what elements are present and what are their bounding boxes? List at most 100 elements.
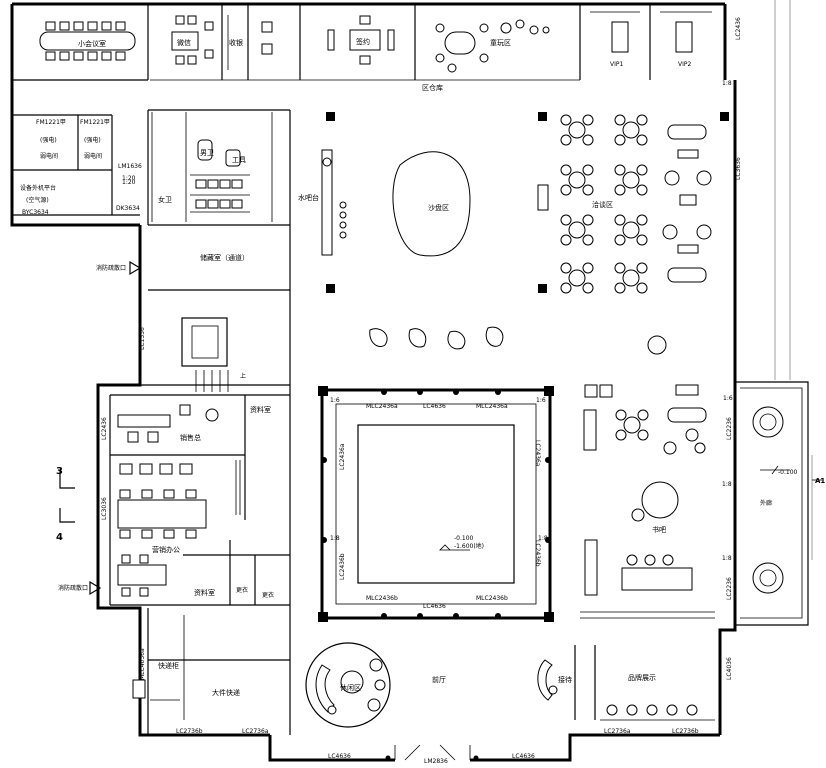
label-book-bar: 书吧: [652, 525, 666, 534]
label-storage-zone: 区仓库: [422, 83, 443, 92]
window-codes: LC4636 MLC2436a MLC2436a LC4636 MLC2436b…: [101, 17, 742, 765]
axis-4: 4: [56, 532, 63, 543]
code-lc4036: LC4036: [726, 657, 733, 680]
label-vip1: VIP1: [610, 61, 623, 68]
label-ratio: 1:20: [122, 175, 136, 182]
label-janitor: 工具: [232, 156, 246, 164]
label-female-wc: 女卫: [158, 195, 172, 204]
code-lc4636-top: LC4636: [423, 403, 446, 410]
label-data-room: 资料室: [250, 405, 271, 414]
ratio-up: 上: [240, 372, 246, 380]
ratios: 1:6 1:6 1:8 1:8 1:6 1:8 1:8 1:20 1:8 上: [122, 80, 733, 562]
code-lc2436-left-b: LC2436b: [339, 553, 346, 580]
label-equipment: 设备外机平台: [20, 184, 56, 192]
label-lm: LM1636: [118, 163, 142, 170]
levels: -0.100 -1.600(地) -0.100: [454, 469, 798, 550]
label-negotiation: 洽谈区: [592, 200, 613, 209]
code-lc2436-right-b: LC2436b: [534, 540, 541, 567]
level-court-a: -0.100: [454, 535, 474, 542]
label-sign: 签约: [356, 37, 370, 46]
code-lc4636-b2: LC4636: [512, 753, 535, 760]
label-outdoor: 外廊: [760, 499, 772, 507]
code-lc2436-left-a: LC2436a: [339, 443, 346, 470]
right-platform: [752, 406, 790, 594]
code-lc2236-b: LC2236: [726, 577, 733, 600]
exit-left-bottom: 消防疏散口: [58, 584, 88, 592]
room-labels: 小会议室 微信 收银 签约 童玩区 VIP1 VIP2 区仓库 FM1221甲 …: [20, 37, 772, 697]
code-lc2736-bl: LC2736b: [176, 728, 203, 735]
label-office1: 微信: [177, 38, 191, 47]
code-lc2436-right-a: LC2436a: [534, 440, 541, 467]
negotiation-tables: [537, 114, 712, 455]
ratio-r6: 1:8: [722, 481, 732, 488]
label-male-wc: 男卫: [200, 149, 214, 157]
label-big-storage: 大件快递: [212, 688, 240, 697]
ratio-r3: 1:8: [330, 535, 340, 542]
label-elec2: (强电): [84, 136, 101, 144]
label-fm2: FM1221甲: [80, 119, 110, 126]
code-mlc-bot-r: MLC2436b: [476, 595, 508, 602]
code-mlc-top-r: MLC2436a: [476, 403, 508, 410]
label-brand-display: 品牌展示: [628, 673, 656, 682]
ratio-r2: 1:6: [536, 397, 546, 404]
level-outdoor: -0.100: [778, 469, 798, 476]
label-elec1: (强电): [40, 136, 57, 144]
ratio-r1: 1:6: [330, 397, 340, 404]
label-data-room2: 资料室: [194, 588, 215, 597]
label-kids-area: 童玩区: [490, 38, 511, 47]
label-dk: DK3634: [116, 205, 140, 212]
code-lm2836: LM2836: [424, 758, 448, 765]
ratio-r5: 1:6: [723, 395, 733, 402]
label-lobby: 前厅: [432, 675, 446, 684]
exit-labels: 消防疏散口 消防疏散口: [58, 264, 126, 592]
code-left-lc2436: LC2436: [101, 417, 108, 440]
label-sales-manager: 销售总: [180, 433, 201, 442]
label-equipment-b: (空气源): [26, 196, 49, 204]
label-sales-office: 营销办公: [152, 545, 180, 554]
code-lc1536: LC1536: [139, 327, 146, 350]
axis-3: 3: [56, 466, 63, 477]
label-changing2: 更衣: [262, 591, 274, 599]
top-rooms: [12, 4, 712, 81]
code-lc4636-b1: LC4636: [328, 753, 351, 760]
bottom-area: [305, 642, 715, 761]
code-mlc-top-l: MLC2436a: [366, 403, 398, 410]
ratio-r4: 1:8: [538, 535, 548, 542]
ratio-r8: 1:20: [122, 179, 136, 186]
label-cashier: 收银: [229, 38, 243, 47]
ratio-r7: 1:8: [722, 80, 732, 87]
code-lc4636-bottom: LC4636: [423, 603, 446, 610]
label-elec2b: 弱电间: [84, 152, 102, 160]
label-fm1: FM1221甲: [36, 119, 66, 126]
label-water-room: 快递柜: [158, 661, 179, 670]
code-mlc-bot-l: MLC2436b: [366, 595, 398, 602]
book-bar-furniture: [584, 481, 693, 596]
sales-office: [109, 394, 290, 735]
level-court-b: -1.600(地): [454, 542, 484, 550]
exit-left-top: 消防疏散口: [96, 264, 126, 272]
label-storage-passage: 储藏室（通道）: [200, 253, 249, 262]
code-lc2736-bl2: LC2736a: [242, 728, 269, 735]
ratio-r9: 1:8: [722, 555, 732, 562]
lobby-furniture: [369, 114, 715, 619]
code-lc2736-br2: LC2736b: [672, 728, 699, 735]
code-rt-2436: LC2436: [735, 17, 742, 40]
code-rt-3636: LC3636: [735, 157, 742, 180]
code-mlc-left: MLC4036a: [139, 648, 146, 680]
axis-markers: 3 4 A1: [56, 466, 825, 543]
label-elec1b: 弱电间: [40, 152, 58, 160]
code-lc2736-br: LC2736a: [604, 728, 631, 735]
service-rooms: [12, 109, 347, 735]
label-sand-table: 沙盘区: [428, 203, 449, 212]
code-left-lc3036: LC3036: [101, 497, 108, 520]
outer-walls: [10, 0, 813, 762]
central-courtyard: [318, 386, 554, 622]
label-reception: 接待: [558, 675, 572, 684]
label-water-bar: 水吧台: [298, 193, 319, 202]
columns: [326, 112, 729, 293]
axis-a1: A1: [815, 477, 825, 485]
exit-markers: [59, 260, 822, 596]
label-changing1: 更衣: [236, 586, 248, 594]
label-byc: BYC3634: [22, 209, 49, 216]
